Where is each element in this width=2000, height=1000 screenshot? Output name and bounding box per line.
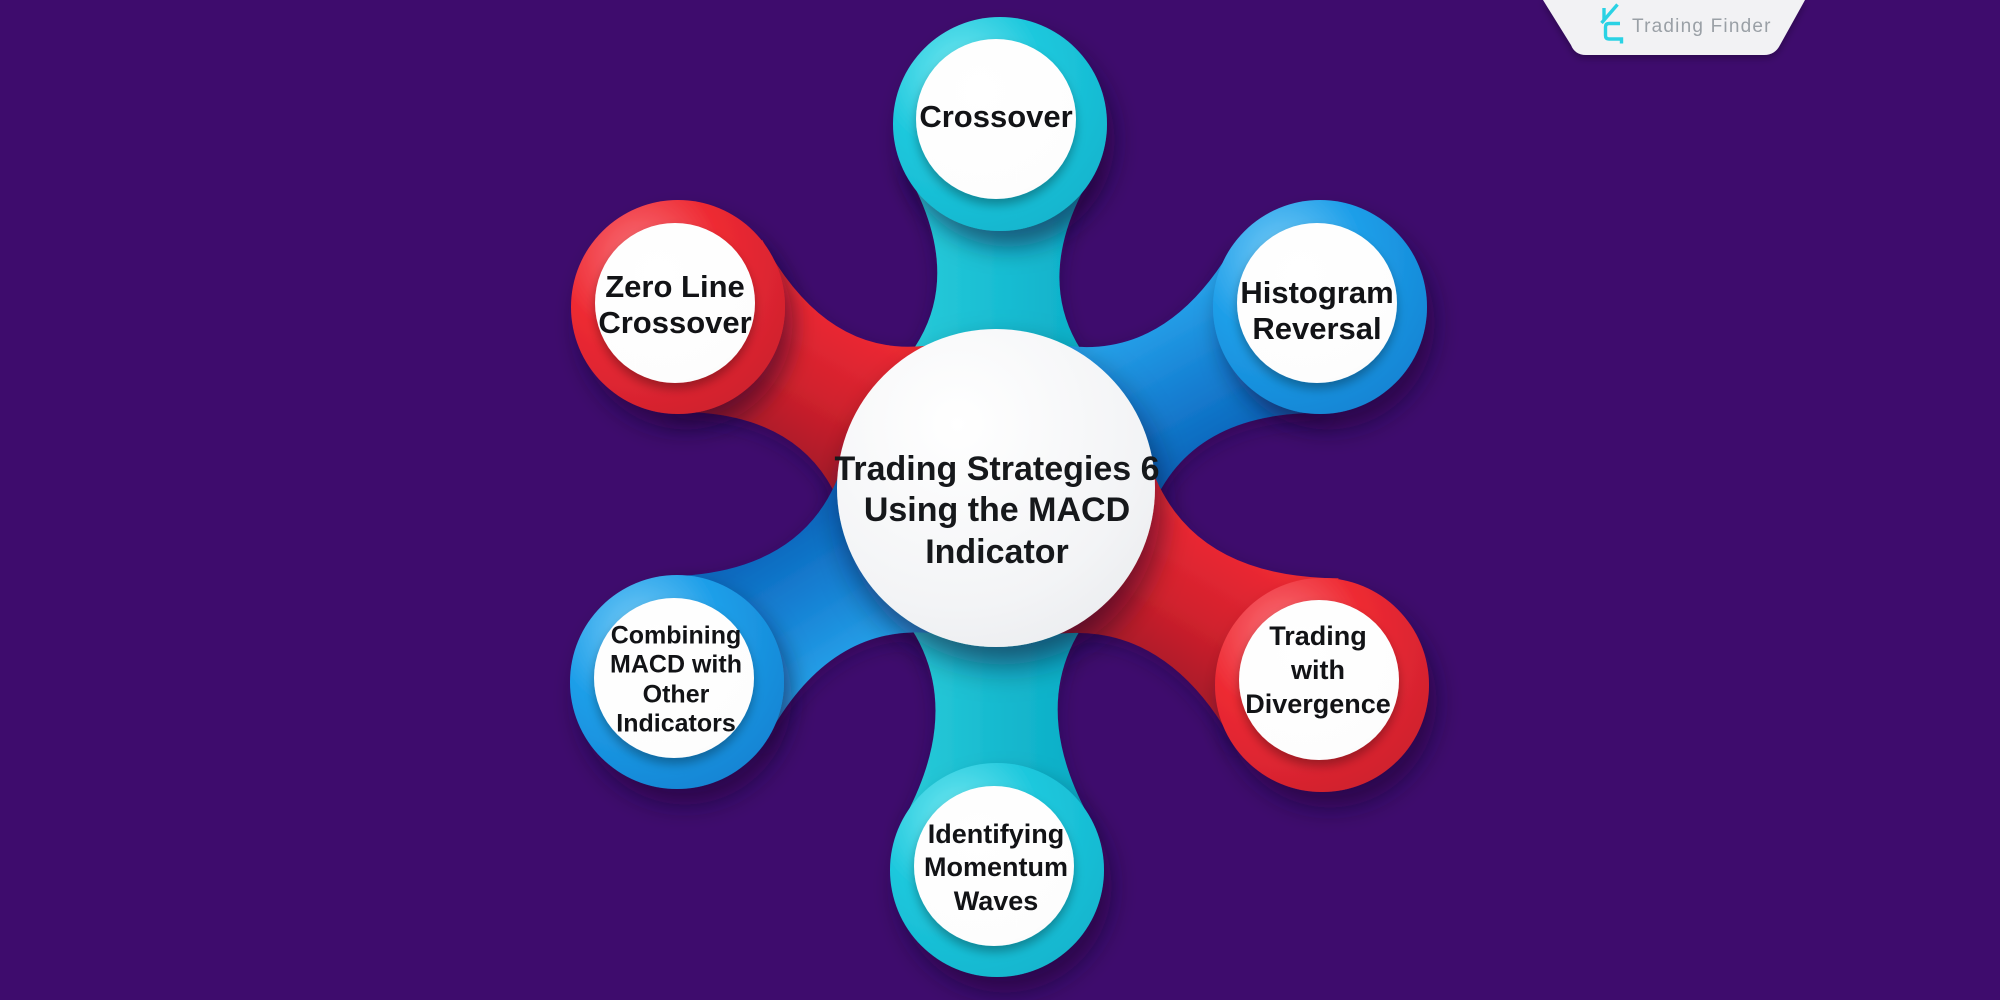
node-histogram-inner: [1237, 223, 1397, 383]
node-label-trading-with-divergence: Trading with Divergence: [1245, 620, 1391, 720]
node-identifying-momentum: [890, 763, 1104, 977]
node-combining-inner: [594, 598, 754, 758]
node-combining-macd: [570, 575, 784, 789]
node-momentum-inner: [914, 786, 1074, 946]
node-trading-divergence: [1215, 578, 1429, 792]
node-crossover-inner: [916, 39, 1076, 199]
trading-finder-icon: [1600, 3, 1624, 44]
node-label-combining-macd: Combining MACD with Other Indicators: [610, 621, 742, 738]
node-divergence-inner: [1239, 600, 1399, 760]
node-histogram-reversal: [1213, 200, 1427, 414]
center-hub-label: Trading Strategies 6 Using the MACD Indi…: [834, 449, 1160, 571]
logo-wordmark: Trading Finder: [1632, 16, 1772, 37]
node-zero-line-inner: [595, 223, 755, 383]
node-crossover: [893, 17, 1107, 231]
node-label-identifying-momentum-waves: Identifying Momentum Waves: [924, 818, 1068, 916]
connector-identifying-momentum-waves: [866, 578, 1126, 831]
center-hub-circle: [837, 329, 1155, 647]
node-label-crossover: Crossover: [919, 99, 1073, 135]
node-label-histogram-reversal: Histogram Reversal: [1240, 275, 1394, 346]
node-zero-line-crossover: [571, 200, 785, 414]
node-label-zero-line-crossover: Zero Line Crossover: [598, 269, 752, 340]
logo-badge: [1543, 0, 1805, 55]
connector-crossover: [867, 161, 1127, 399]
